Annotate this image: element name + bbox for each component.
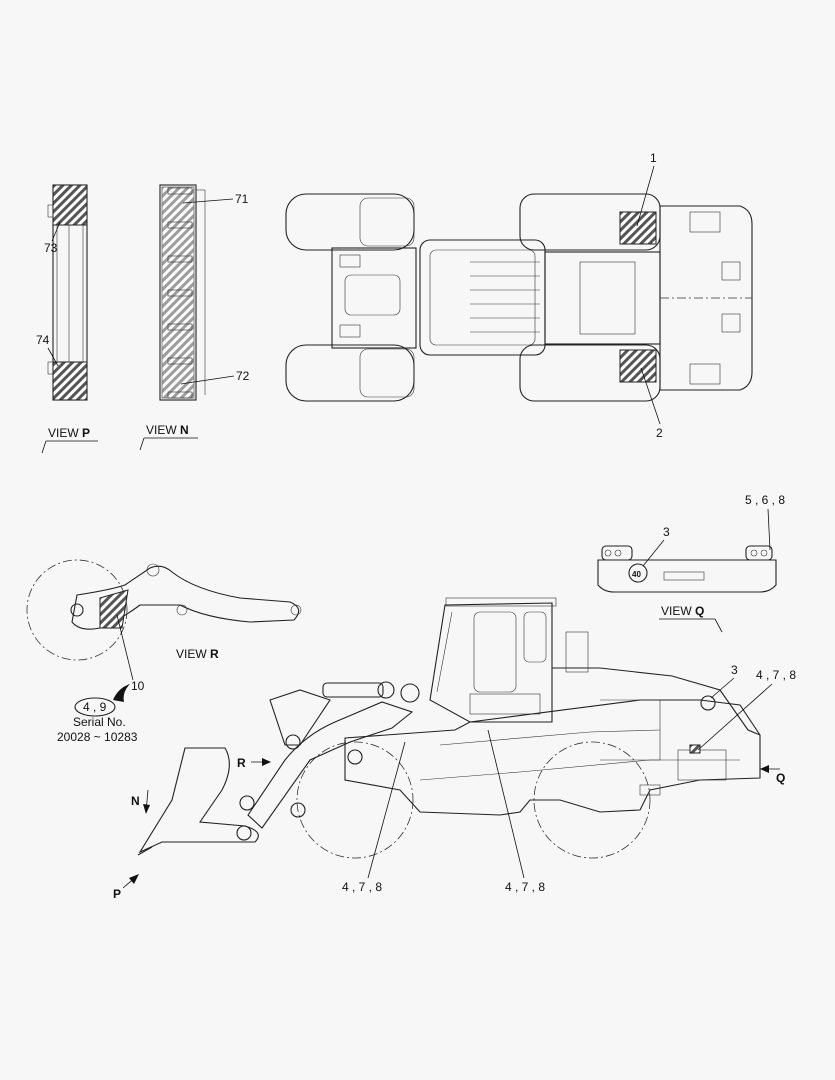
view-n-label: VIEW N: [139, 423, 198, 451]
callout-10: 10: [131, 679, 145, 693]
view-p-drawing: [47, 184, 88, 401]
view-n-drawing: [159, 184, 206, 401]
decal-73: [52, 184, 88, 226]
decal-2: [619, 349, 657, 383]
svg-text:R: R: [237, 756, 246, 770]
view-r-drawing: [26, 559, 302, 661]
callout-4-7-8-mid-right: 4 , 7 , 8: [505, 880, 545, 894]
svg-text:VIEW N: VIEW N: [146, 423, 189, 437]
decal-74: [52, 361, 88, 401]
callout-4-7-8-rear: 4 , 7 , 8: [756, 668, 796, 682]
speed-decal-text: 40: [632, 570, 641, 579]
svg-text:VIEW P: VIEW P: [48, 426, 90, 440]
callout-73: 73: [44, 241, 58, 255]
callout-3-view-q: 3: [663, 525, 670, 539]
view-p-label: VIEW P: [41, 426, 98, 454]
serial-label: Serial No.: [73, 715, 126, 729]
arrow-n: N: [131, 789, 150, 814]
svg-text:VIEW R: VIEW R: [176, 647, 219, 661]
arrow-p: P: [113, 874, 139, 901]
callout-71: 71: [235, 192, 249, 206]
top-view-machine: [285, 193, 753, 402]
view-q-label: VIEW Q: [659, 604, 723, 633]
decal-1: [619, 211, 657, 245]
arrow-q: Q: [760, 765, 785, 785]
svg-text:Q: Q: [776, 771, 785, 785]
callout-1: 1: [650, 151, 657, 165]
callout-2: 2: [656, 426, 663, 440]
arrow-r: R: [237, 756, 271, 770]
svg-text:N: N: [131, 794, 140, 808]
serial-note: 4 , 9 Serial No. 20028 ~ 10283: [57, 684, 138, 744]
speed-decal-side: [700, 695, 716, 711]
callout-3-side: 3: [731, 663, 738, 677]
svg-text:VIEW Q: VIEW Q: [661, 604, 704, 618]
callout-4-7-8-mid-left: 4 , 7 , 8: [342, 880, 382, 894]
callout-5-6-8: 5 , 6 , 8: [745, 493, 785, 507]
serial-range: 20028 ~ 10283: [57, 730, 138, 744]
side-view-machine: [137, 597, 761, 859]
callout-72: 72: [236, 369, 250, 383]
serial-oval-text: 4 , 9: [83, 700, 107, 714]
view-q-drawing: 40: [597, 545, 777, 593]
view-r-label: VIEW R: [176, 647, 219, 661]
callout-74: 74: [36, 333, 50, 347]
speed-decal-40: [628, 563, 648, 583]
svg-text:P: P: [113, 887, 121, 901]
